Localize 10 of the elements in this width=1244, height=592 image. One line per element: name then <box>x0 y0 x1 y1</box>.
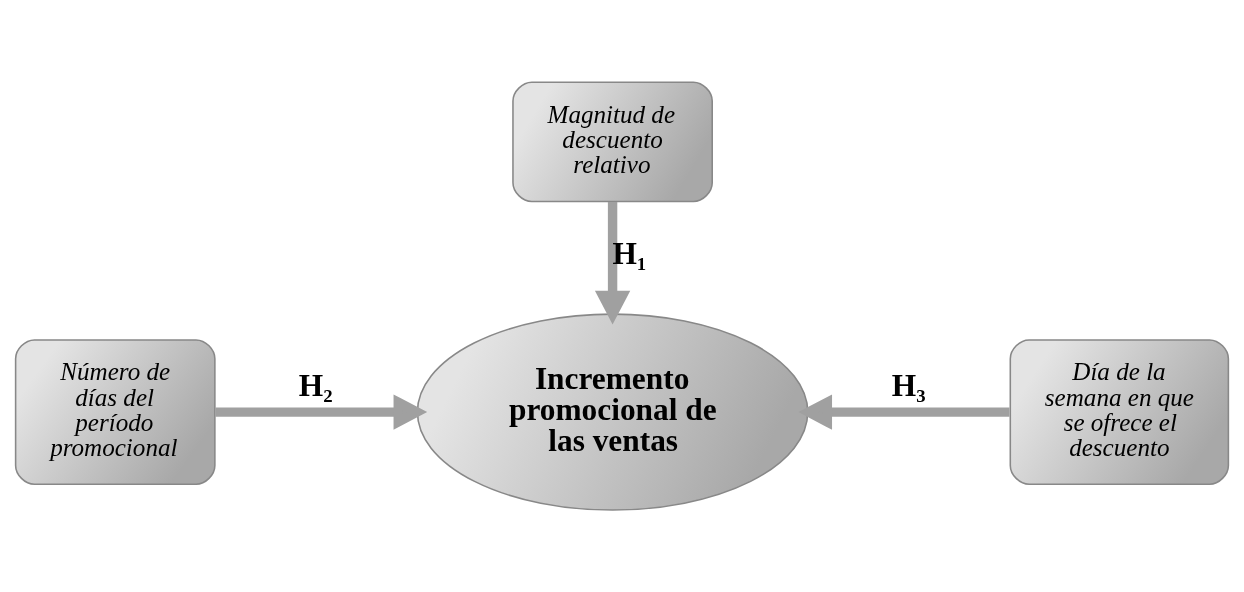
node-ellipse: Incremento promocional de las ventas <box>416 313 809 511</box>
arrow <box>594 202 631 325</box>
edge-label: H₃ <box>891 368 926 404</box>
edge-label: H₁ <box>612 236 647 272</box>
arrow <box>215 394 428 430</box>
node-box: Día de la semana en que se ofrece el descuento <box>1009 339 1230 486</box>
arrow <box>798 394 1010 430</box>
node-box: Magnitud de descuento relativo <box>512 81 713 203</box>
edge-label: H₂ <box>298 368 333 404</box>
node-box: Número de días del período promocional <box>14 339 216 486</box>
